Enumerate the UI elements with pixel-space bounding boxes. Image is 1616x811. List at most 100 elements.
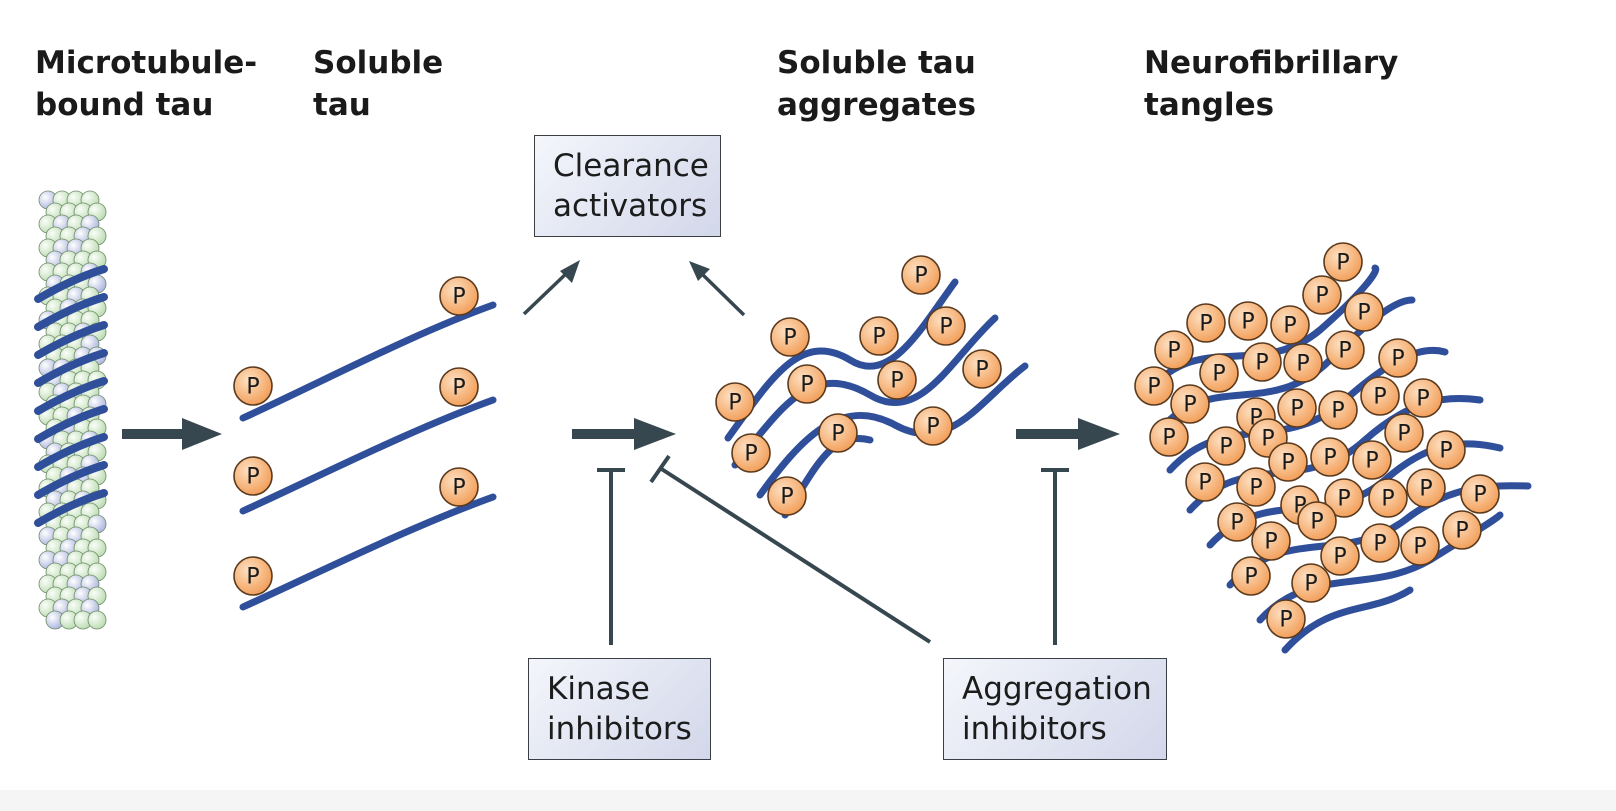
- phosphate-group: P: [233, 366, 273, 406]
- tau-strand: [34, 321, 108, 359]
- phosphate-group: P: [859, 316, 899, 356]
- phosphate-label: P: [1255, 351, 1268, 376]
- phosphate-group: P: [439, 367, 479, 407]
- phosphate-label: P: [1241, 310, 1254, 335]
- phosphate-group: P: [1170, 384, 1210, 424]
- phosphate-group: P: [962, 349, 1002, 389]
- phosphate-label: P: [1283, 314, 1296, 339]
- phosphate-group: P: [913, 406, 953, 446]
- phosphate-label: P: [1230, 511, 1243, 536]
- microtubule: [34, 190, 108, 630]
- phosphate-label: P: [1373, 532, 1386, 557]
- phosphate-label: P: [1261, 427, 1274, 452]
- phosphate-group: P: [1231, 556, 1271, 596]
- stage-label-soluble-tau: Soluble tau: [313, 45, 444, 123]
- phosphate-label: P: [1337, 487, 1350, 512]
- phosphate-group: P: [1384, 413, 1424, 453]
- clearance-activators-box: Clearance activators: [534, 135, 721, 237]
- phosphate-group: P: [1378, 338, 1418, 378]
- tau-strand: [34, 433, 108, 471]
- phosphate-label: P: [890, 369, 903, 394]
- phosphate-label: P: [1416, 387, 1429, 412]
- phosphate-label: P: [1304, 572, 1317, 597]
- phosphate-group: P: [1270, 305, 1310, 345]
- phosphate-label: P: [1198, 471, 1211, 496]
- phosphate-group: P: [1318, 390, 1358, 430]
- phosphate-group: P: [439, 276, 479, 316]
- phosphate-group: P: [1344, 292, 1384, 332]
- phosphate-group: P: [1268, 442, 1308, 482]
- tau-strand: [1281, 586, 1414, 654]
- tau-strand: [731, 314, 999, 469]
- phosphate-group: P: [1320, 536, 1360, 576]
- phosphate-label: P: [1373, 385, 1386, 410]
- phosphate-group: P: [1460, 474, 1500, 514]
- phosphate-label: P: [1315, 284, 1328, 309]
- inhibition-aggregation-soluble: [649, 454, 932, 644]
- tau-strand: [34, 489, 108, 527]
- phosphate-label: P: [452, 476, 465, 501]
- phosphate-label: P: [1391, 347, 1404, 372]
- phosphate-label: P: [1357, 301, 1370, 326]
- phosphate-label: P: [1162, 426, 1175, 451]
- phosphate-label: P: [1249, 476, 1262, 501]
- tau-strand: [34, 461, 108, 499]
- phosphate-group: P: [1323, 242, 1363, 282]
- stage-label-microtubule-bound-tau: Microtubule- bound tau: [35, 45, 258, 123]
- phosphate-group: P: [770, 317, 810, 357]
- phosphate-label: P: [1338, 339, 1351, 364]
- phosphate-group: P: [1206, 426, 1246, 466]
- tau-strand: [34, 405, 108, 443]
- phosphate-label: P: [728, 391, 741, 416]
- phosphate-group: P: [1186, 303, 1226, 343]
- phosphate-group: P: [1360, 376, 1400, 416]
- stage-label-soluble-tau-aggregates: Soluble tau aggregates: [777, 45, 977, 123]
- tau-strand: [34, 349, 108, 387]
- phosphate-label: P: [1323, 446, 1336, 471]
- phosphate-group: P: [1310, 437, 1350, 477]
- phosphate-label: P: [1279, 608, 1292, 633]
- phosphate-label: P: [1296, 352, 1309, 377]
- phosphate-label: P: [1212, 362, 1225, 387]
- phosphate-group: P: [901, 255, 941, 295]
- phosphate-group: P: [1242, 342, 1282, 382]
- phosphate-label: P: [1147, 375, 1160, 400]
- phosphate-group: P: [1217, 502, 1257, 542]
- phosphate-label: P: [1331, 399, 1344, 424]
- phosphate-label: P: [1281, 451, 1294, 476]
- phosphate-group: P: [877, 360, 917, 400]
- phosphate-label: P: [1413, 535, 1426, 560]
- phosphate-label: P: [783, 326, 796, 351]
- arrow-soluble-to-aggregates: [572, 418, 676, 450]
- phosphate-group: P: [439, 467, 479, 507]
- phosphate-group: P: [1426, 430, 1466, 470]
- phosphate-label: P: [926, 415, 939, 440]
- phosphate-group: P: [1266, 599, 1306, 639]
- cropped-caption-strip: [0, 790, 1616, 811]
- phosphate-group: P: [1352, 440, 1392, 480]
- arrow-aggregates-to-tangles: [1016, 418, 1120, 450]
- phosphate-label: P: [1290, 397, 1303, 422]
- phosphate-label: P: [452, 376, 465, 401]
- phosphate-label: P: [1264, 530, 1277, 555]
- inhibition-aggregation-tangles: [1041, 468, 1069, 645]
- arrow-soluble-to-clearance: [522, 260, 580, 316]
- phosphate-group: P: [1228, 301, 1268, 341]
- phosphate-group: P: [233, 556, 273, 596]
- phosphate-label: P: [1455, 519, 1468, 544]
- phosphate-group: P: [1149, 417, 1189, 457]
- phosphate-group: P: [787, 364, 827, 404]
- aggregation-inhibitors-box: Aggregation inhibitors: [943, 658, 1167, 760]
- stage-label-neurofibrillary-tangles: Neurofibrillary tangles: [1144, 45, 1399, 123]
- phosphate-label: P: [744, 442, 757, 467]
- phosphate-label: P: [780, 485, 793, 510]
- phosphate-group: P: [1134, 366, 1174, 406]
- phosphate-group: P: [926, 306, 966, 346]
- phosphate-label: P: [872, 325, 885, 350]
- phosphate-label: P: [914, 264, 927, 289]
- tau-strand: [239, 396, 497, 515]
